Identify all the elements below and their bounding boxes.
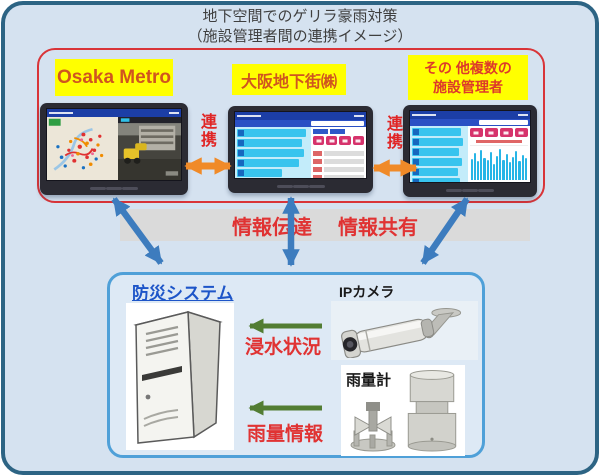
action-buttons: [469, 128, 528, 137]
rainfall-bar-chart-icon: [469, 145, 528, 180]
rain-gauge-label: 雨量計: [346, 372, 392, 389]
tablet-other-facilities: [403, 105, 537, 197]
system-title: 防災システム: [132, 284, 234, 303]
tablet-titlebar: [410, 111, 530, 119]
chart-title-decoration: [476, 140, 522, 143]
street-camera-view-icon: [118, 117, 181, 180]
titlebar-text-decoration: [412, 114, 436, 116]
disaster-prevention-system-box: 防災システム 浸水状況 雨量情報 IPカメラ: [107, 272, 485, 458]
alert-list: [235, 127, 311, 178]
rain-gauge-panel: 雨量計: [341, 365, 465, 456]
label-osaka-metro: Osaka Metro: [55, 59, 173, 96]
server-tower-icon: [133, 310, 223, 444]
tablet-titlebar: [235, 112, 366, 120]
tablet-titlebar: [47, 109, 181, 117]
title-line-1: 地下空間でのゲリラ豪雨対策: [202, 8, 398, 25]
info-transfer-label: 情報伝達: [232, 216, 312, 239]
flood-map-view-icon: [47, 117, 119, 180]
tablet-screen-list-chart: [409, 110, 531, 183]
ip-camera-icon: [340, 307, 461, 358]
page-title: 地下空間でのゲリラ豪雨対策 （施設管理者間の連携イメージ）: [0, 7, 600, 46]
titlebar-text-decoration: [237, 115, 261, 117]
label-osaka-chikagai: 大阪地下街㈱: [232, 64, 346, 95]
link-label-right: 連携: [386, 116, 403, 152]
search-field-decoration: [310, 121, 364, 126]
chart-panel: [467, 126, 530, 182]
panel-tabs: [312, 129, 364, 134]
tablet-screen-list-panel: [234, 111, 367, 179]
search-field-decoration: [479, 120, 528, 125]
status-table: [312, 151, 364, 178]
rain-gauge-cylinder-icon: [407, 369, 457, 452]
action-buttons: [312, 136, 364, 145]
tablet-toolbar: [410, 119, 530, 126]
flood-status-label: 浸水状況: [245, 337, 322, 358]
titlebar-status-decoration: [354, 115, 364, 117]
info-share-label: 情報共有: [338, 216, 418, 239]
tablet-screen-map-camera: [46, 108, 182, 181]
ip-camera-label: IPカメラ: [339, 284, 395, 300]
title-line-2: （施設管理者間の連携イメージ）: [187, 27, 413, 45]
titlebar-text-decoration: [49, 112, 73, 114]
tablet-osaka-metro: [40, 103, 188, 195]
control-panel: [310, 127, 366, 178]
information-sharing-bar: 情報伝達 情報共有: [120, 209, 530, 241]
rainfall-info-label: 雨量情報: [247, 424, 324, 445]
tablet-osaka-chikagai: [228, 106, 373, 193]
titlebar-status-decoration: [169, 112, 179, 114]
alert-list: [410, 126, 468, 182]
titlebar-status-decoration: [518, 114, 528, 116]
server-panel: [126, 303, 234, 450]
link-label-left: 連携: [200, 114, 217, 150]
label-other-facilities: その 他複数の 施設管理者: [408, 55, 528, 100]
ip-camera-panel: [331, 301, 478, 360]
tipping-bucket-icon: [350, 402, 396, 452]
tablet-toolbar: [235, 120, 366, 127]
